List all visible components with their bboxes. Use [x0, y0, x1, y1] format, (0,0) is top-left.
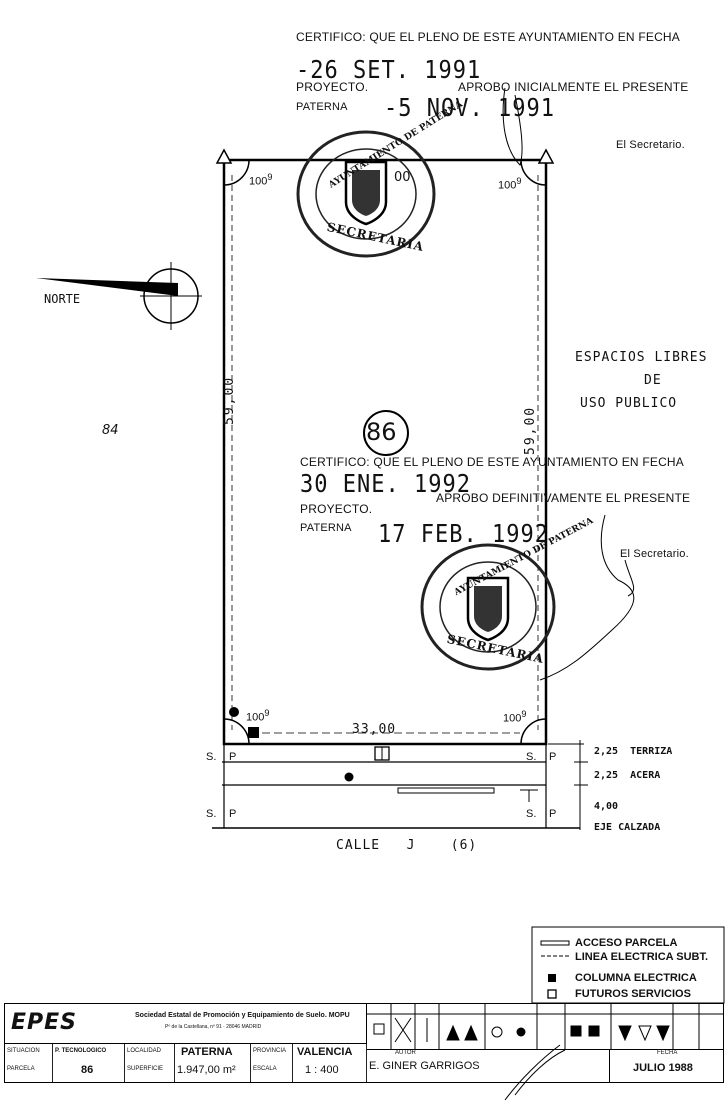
side-dimension-left: 59,00 — [222, 375, 237, 425]
certificate-top-line1: CERTIFICO: QUE EL PLENO DE ESTE AYUNTAMI… — [296, 30, 681, 44]
autor-value: E. GINER GARRIGOS — [369, 1060, 480, 1072]
sp-label-3: S. — [206, 808, 217, 820]
parcel-number: 86 — [366, 418, 397, 446]
bottom-dimension: 33,00 — [352, 722, 397, 737]
seal-middle — [420, 543, 556, 671]
certificate-middle-line3: PROYECTO. — [300, 502, 373, 516]
certificate-top-signer: El Secretario. — [616, 139, 685, 151]
fecha-value: JULIO 1988 — [633, 1062, 693, 1074]
provincia-value: VALENCIA — [297, 1046, 353, 1058]
north-label: NORTE — [44, 292, 81, 306]
certificate-top-line3: PROYECTO. — [296, 80, 369, 94]
survey-marker-left — [215, 148, 233, 164]
epes-logo: EPES — [11, 1010, 78, 1035]
certificate-middle-signer: El Secretario. — [620, 548, 689, 560]
parcel-access-symbol — [397, 787, 495, 794]
certificate-top-date2: -5 NOV. 1991 — [384, 94, 555, 123]
corner-arc-tr — [520, 159, 547, 186]
dim-calzada-value: 4,00 — [594, 801, 619, 812]
symbol-grid — [367, 1004, 723, 1050]
parcela-value: 86 — [81, 1064, 94, 1076]
certificate-middle-line1: CERTIFICO: QUE EL PLENO DE ESTE AYUNTAMI… — [300, 455, 685, 469]
localidad-value: PATERNA — [181, 1046, 233, 1058]
inner-label: 00 — [394, 170, 411, 185]
seal-top — [296, 130, 436, 258]
title-block-data: SITUACION PARCELA P. TECNOLOGICO 86 LOCA… — [5, 1044, 367, 1082]
legend-item-electric-line: LINEA ELECTRICA SUBT. — [575, 951, 709, 963]
p-label-2: P — [549, 751, 557, 763]
cell-poligono: P. TECNOLOGICO 86 — [53, 1044, 125, 1082]
legend-item-electric-column: COLUMNA ELECTRICA — [575, 972, 697, 984]
cell-provincia-values: VALENCIA 1 : 400 — [293, 1044, 367, 1082]
electric-box-marker — [248, 727, 259, 738]
corner-label-bl: 1009 — [246, 708, 270, 724]
certificate-top-line2: APROBO INICIALMENTE EL PRESENTE — [458, 80, 689, 94]
p-label-4: P — [549, 808, 557, 820]
parcel-boundary — [222, 158, 548, 746]
corner-arc-bl — [223, 718, 250, 745]
dim-acera: 2,25 ACERA — [594, 770, 661, 781]
legend-item-access: ACCESO PARCELA — [575, 937, 678, 949]
corner-label-tl: 1009 — [249, 172, 273, 188]
parcel-number-circle — [363, 410, 409, 456]
p-label-3: P — [229, 808, 237, 820]
cell-localidad-headers: LOCALIDAD SUPERFICIE — [125, 1044, 175, 1082]
electric-column-marker — [229, 707, 239, 717]
neighbour-parcel-number: 84 — [102, 423, 119, 438]
title-block-header: EPES Sociedad Estatal de Promoción y Equ… — [5, 1004, 367, 1044]
survey-marker-right — [537, 148, 555, 164]
title-block: EPES Sociedad Estatal de Promoción y Equ… — [4, 1003, 724, 1083]
corner-label-tr: 1009 — [498, 176, 522, 192]
certificate-top-place: PATERNA — [296, 101, 348, 113]
certificate-middle-date1: 30 ENE. 1992 — [300, 470, 471, 499]
spaces-line3: USO PUBLICO — [580, 396, 678, 411]
escala-value: 1 : 400 — [305, 1064, 339, 1076]
corner-arc-tl — [223, 159, 250, 186]
certificate-middle-line2: APROBO DEFINITIVAMENTE EL PRESENTE — [436, 491, 691, 505]
cell-localidad-values: PATERNA 1.947,00 m² — [175, 1044, 251, 1082]
electric-column-symbol — [344, 772, 354, 782]
sp-label-2: S. — [526, 751, 537, 763]
street-label: CALLE J (6) — [336, 838, 478, 853]
certificate-middle-date2: 17 FEB. 1992 — [378, 520, 549, 549]
north-arrow-needle — [36, 278, 178, 296]
sp-label-1: S. — [206, 751, 217, 763]
sp-label-4: S. — [526, 808, 537, 820]
spaces-line1: ESPACIOS LIBRES — [575, 350, 708, 365]
cell-provincia-headers: PROVINCIA ESCALA — [251, 1044, 293, 1082]
p-label-1: P — [229, 751, 237, 763]
dim-calzada-label: EJE CALZADA — [594, 822, 661, 833]
corner-label-br: 1009 — [503, 709, 527, 725]
org-line2: Pº de la Castellana, nº 91 · 28046 MADRI… — [165, 1024, 262, 1030]
org-line1: Sociedad Estatal de Promoción y Equipami… — [135, 1012, 350, 1019]
certificate-middle-place: PATERNA — [300, 522, 352, 534]
dim-terriza: 2,25 TERRIZA — [594, 746, 673, 757]
spaces-line2: DE — [644, 373, 662, 388]
cell-situacion: SITUACION PARCELA — [5, 1044, 53, 1082]
legend-item-future-services: FUTUROS SERVICIOS — [575, 988, 691, 1000]
corner-arc-br — [520, 718, 547, 745]
side-dimension-right: 59,00 — [523, 405, 538, 455]
superficie-value: 1.947,00 m² — [177, 1064, 236, 1076]
title-block-author-row: AUTOR E. GINER GARRIGOS FECHA JULIO 1988 — [367, 1050, 723, 1082]
certificate-top-date1: -26 SET. 1991 — [296, 56, 482, 85]
